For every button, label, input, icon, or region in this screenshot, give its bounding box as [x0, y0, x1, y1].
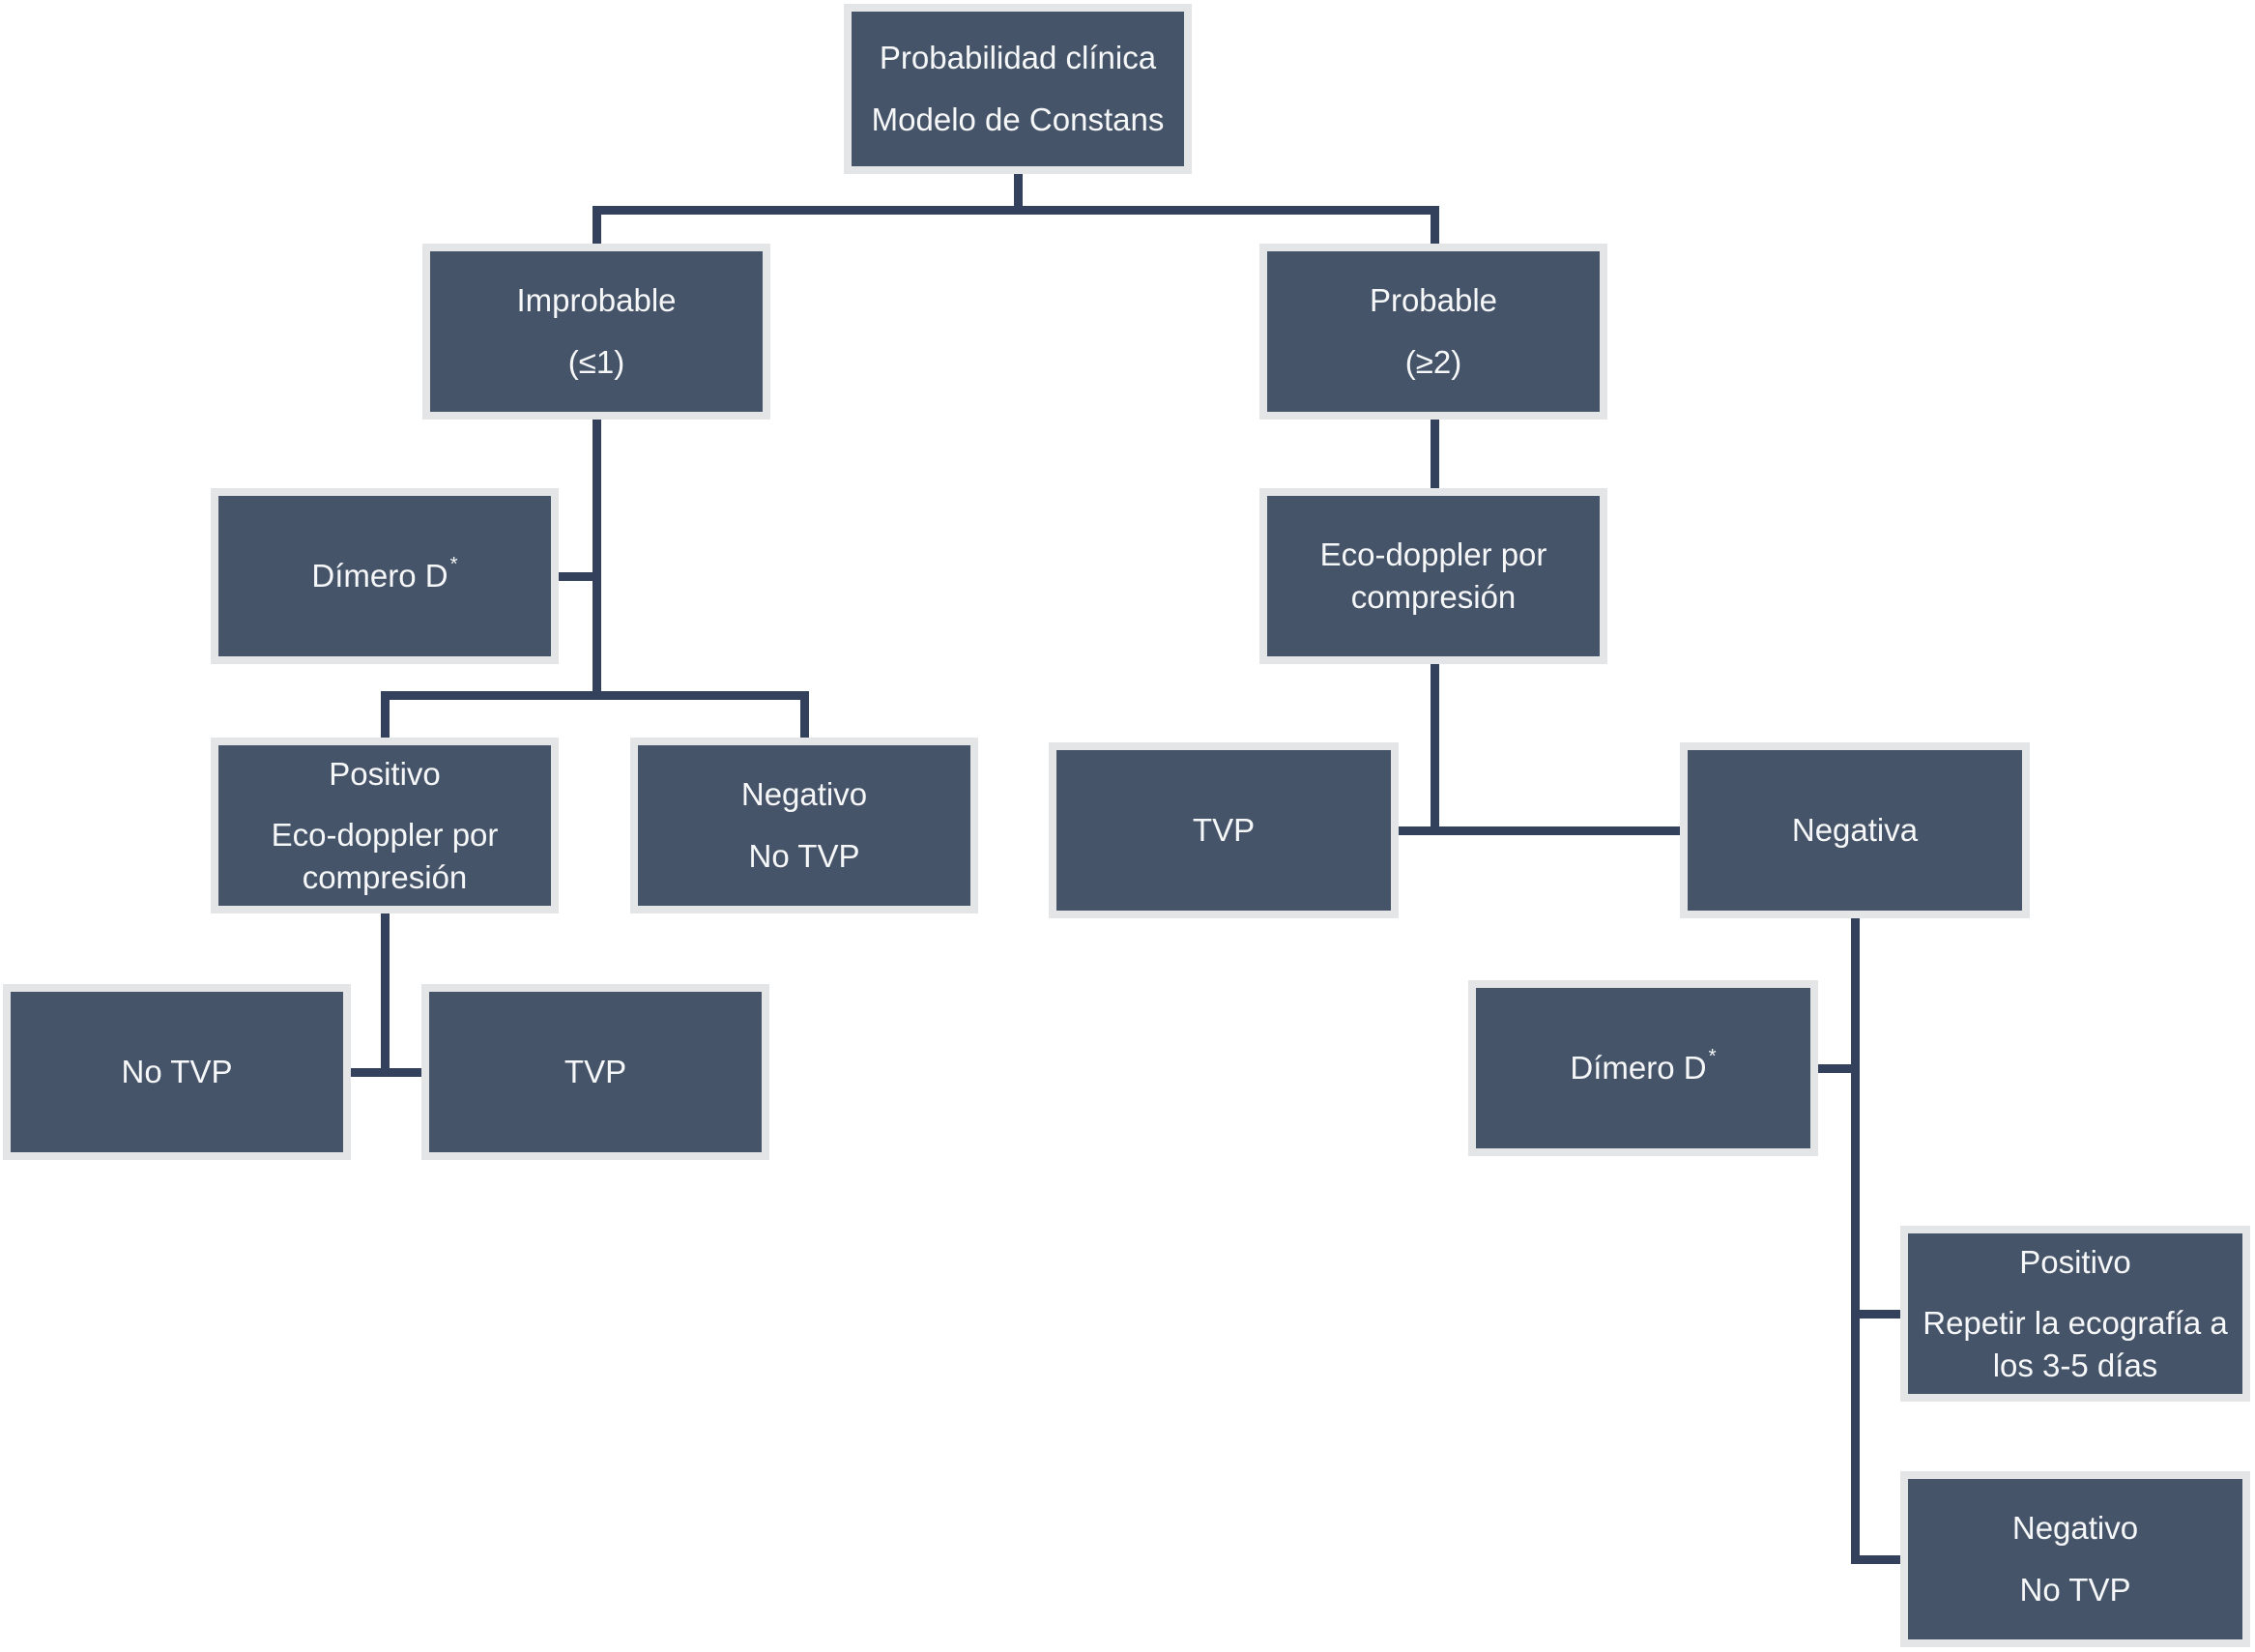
- connector-bottom-left-bar: [347, 1068, 426, 1077]
- node-label: Eco-doppler por compresión: [271, 817, 499, 895]
- node-dimero-d-left: Dímero D*: [211, 488, 559, 664]
- node-dimero-d-right: Dímero D*: [1468, 980, 1818, 1156]
- node-probable: Probable (≥2): [1259, 244, 1607, 420]
- node-label: Probabilidad clínica: [879, 40, 1157, 76]
- connector-split-left: [381, 691, 809, 700]
- connector-positivo-stub: [381, 691, 390, 741]
- node-label: No TVP: [748, 838, 860, 874]
- node-label: Negativo: [2011, 1510, 2139, 1547]
- connector-eco-down: [1431, 662, 1439, 835]
- node-label: Dímero D*: [311, 552, 458, 597]
- node-positivo-repetir-ecografia: Positivo Repetir la ecografía a los 3-5 …: [1900, 1226, 2250, 1402]
- connector-positivo-right-stub: [1856, 1310, 1900, 1319]
- node-no-tvp-left: No TVP: [3, 984, 351, 1160]
- node-eco-doppler-compresion: Eco-doppler por compresión: [1259, 488, 1607, 664]
- node-label: Negativa: [1791, 812, 1919, 849]
- node-label: No TVP: [2019, 1572, 2131, 1608]
- node-label: TVP: [1192, 812, 1256, 849]
- node-tvp-left: TVP: [421, 984, 769, 1160]
- node-negativa: Negativa: [1680, 742, 2030, 918]
- node-label: Dímero D*: [1570, 1044, 1717, 1089]
- node-label: (≤1): [567, 344, 625, 380]
- node-tvp-right: TVP: [1049, 742, 1399, 918]
- node-label: Positivo: [329, 755, 441, 792]
- connector-dimero-right-stub: [1813, 1064, 1856, 1073]
- node-label: Improbable: [516, 282, 677, 319]
- node-negativo-no-tvp-left: Negativo No TVP: [630, 738, 978, 913]
- node-probabilidad-clinica: Probabilidad clínica Modelo de Constans: [844, 4, 1192, 174]
- node-label: TVP: [564, 1054, 627, 1090]
- connector-improbable-down: [593, 418, 601, 700]
- asterisk-superscript: *: [1708, 1044, 1717, 1067]
- node-label: No TVP: [121, 1054, 233, 1090]
- asterisk-superscript: *: [449, 552, 458, 575]
- dimero-text: Dímero D: [1570, 1050, 1707, 1087]
- connector-dimero-left-stub: [555, 572, 601, 581]
- connector-bottom-elbow: [1851, 1555, 1900, 1564]
- node-negativo-no-tvp-right: Negativo No TVP: [1900, 1471, 2250, 1647]
- node-label: Repetir la ecografía a los 3-5 días: [1923, 1305, 2228, 1383]
- node-label: Eco-doppler por compresión: [1319, 536, 1547, 615]
- connector-negativa-down: [1851, 916, 1860, 1564]
- node-improbable: Improbable (≤1): [422, 244, 770, 420]
- node-label: Positivo: [2019, 1243, 2131, 1280]
- node-positivo-eco-doppler: Positivo Eco-doppler por compresión: [211, 738, 559, 913]
- connector-negativo-stub: [800, 691, 809, 741]
- dimero-text: Dímero D: [311, 558, 448, 594]
- connector-probable-down: [1431, 418, 1439, 491]
- node-label: Probable: [1369, 282, 1498, 319]
- connector-improbable-stub: [593, 206, 601, 246]
- node-label: (≥2): [1404, 344, 1462, 380]
- node-label: Negativo: [740, 776, 868, 813]
- connector-branch-top: [593, 206, 1439, 215]
- connector-tvp-negativa-bar: [1395, 826, 1684, 835]
- connector-probable-stub: [1431, 206, 1439, 246]
- connector-root-down: [1014, 168, 1023, 215]
- node-label: Modelo de Constans: [871, 101, 1165, 137]
- connector-positivo-down: [381, 912, 390, 1077]
